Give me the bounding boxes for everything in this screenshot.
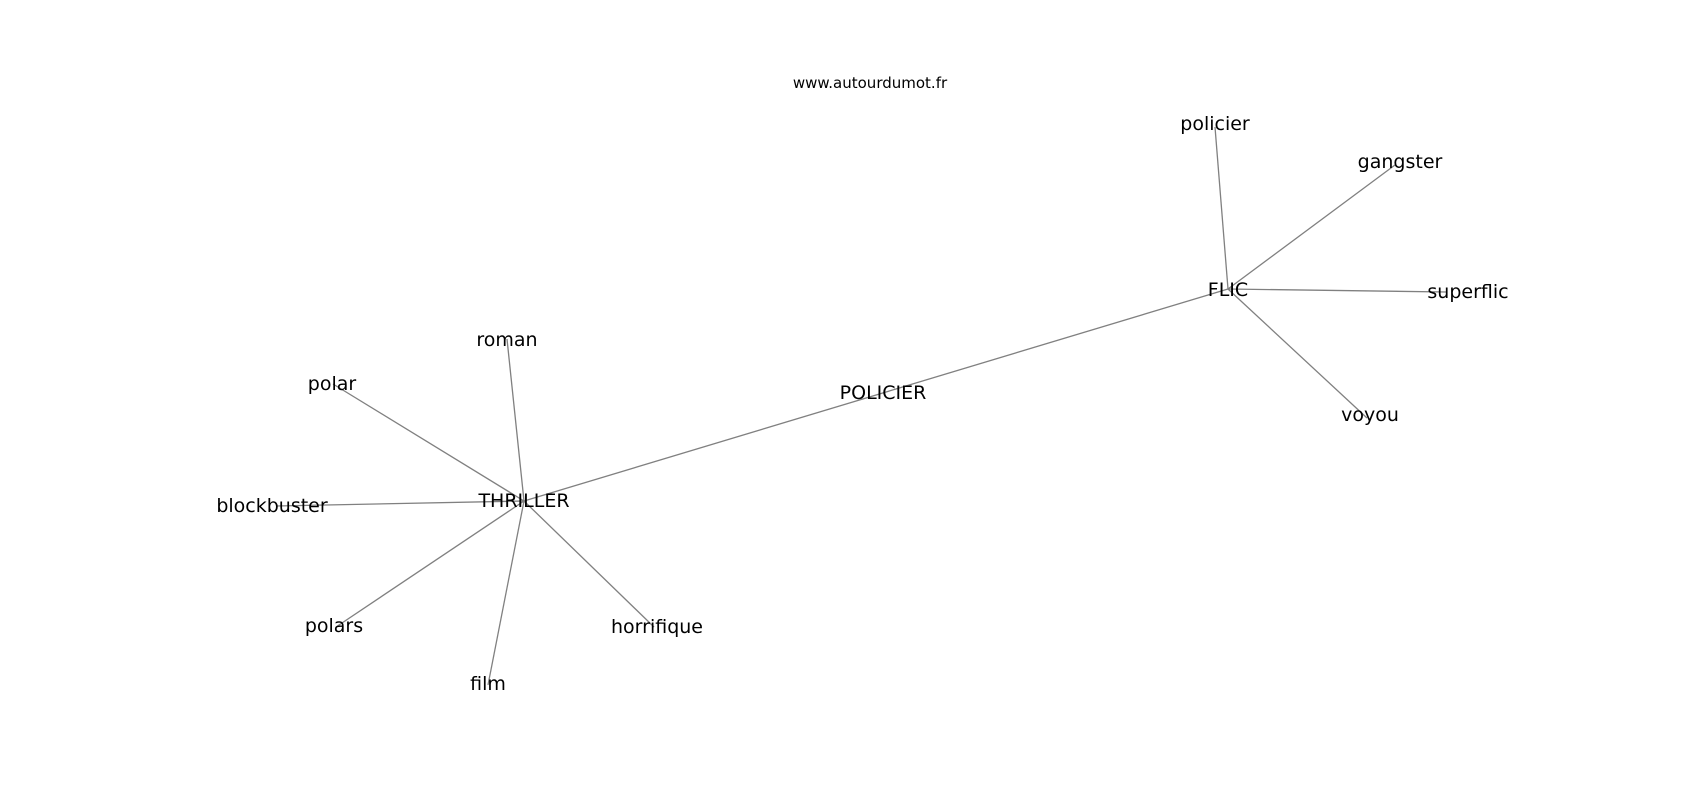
node-label-policier-top[interactable]: policier — [1180, 113, 1250, 135]
edge-thriller-polar — [332, 383, 525, 502]
edge-thriller-blockbuster — [275, 500, 525, 507]
edge-flic-policier_top — [1214, 126, 1229, 290]
edges-layer — [275, 126, 1448, 686]
node-label-polar[interactable]: polar — [308, 373, 357, 395]
edge-flic-superflic — [1227, 288, 1448, 293]
site-watermark: www.autourdumot.fr — [793, 74, 948, 92]
edge-thriller-roman — [506, 338, 525, 502]
edge-thriller-film — [487, 500, 525, 686]
edge-thriller-flic — [523, 288, 1229, 502]
node-label-superflic[interactable]: superflic — [1427, 281, 1508, 303]
node-label-policier-center[interactable]: POLICIER — [840, 382, 927, 404]
node-label-polars[interactable]: polars — [305, 615, 363, 637]
node-label-film[interactable]: film — [470, 673, 506, 695]
edge-flic-voyou — [1227, 288, 1368, 419]
node-label-thriller[interactable]: THRILLER — [477, 490, 569, 512]
node-label-horrifique[interactable]: horrifique — [611, 616, 703, 638]
node-label-gangster[interactable]: gangster — [1358, 151, 1443, 173]
node-label-flic[interactable]: FLIC — [1208, 279, 1248, 301]
node-label-blockbuster[interactable]: blockbuster — [216, 495, 328, 517]
node-label-voyou[interactable]: voyou — [1341, 404, 1399, 426]
node-label-roman[interactable]: roman — [476, 329, 537, 351]
edge-thriller-polars — [335, 500, 525, 628]
edge-flic-gangster — [1227, 164, 1396, 290]
edge-thriller-horrifique — [523, 500, 655, 628]
